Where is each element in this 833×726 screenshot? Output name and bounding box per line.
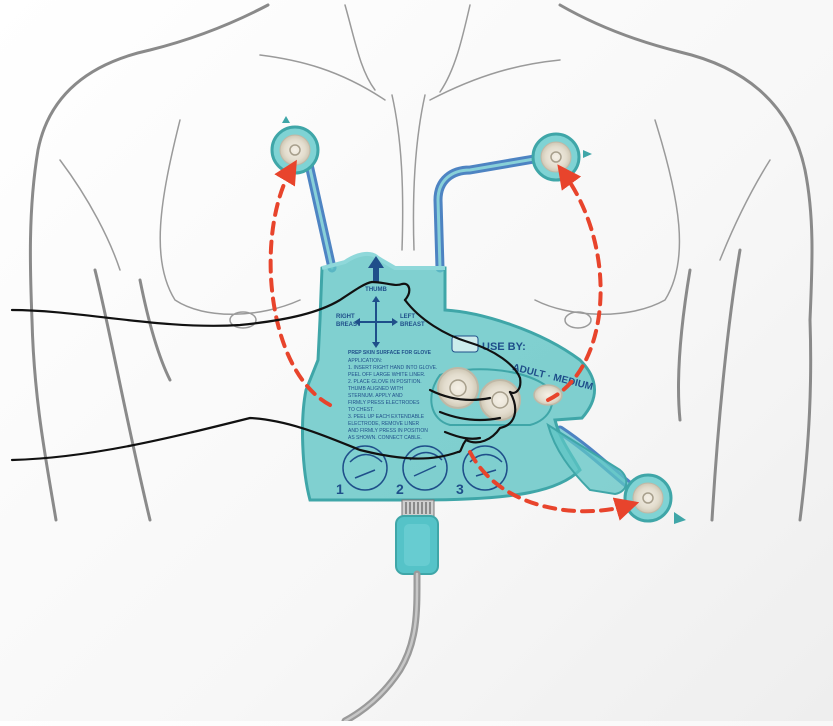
neck-right (560, 5, 812, 320)
left-side-line (140, 280, 170, 380)
step-number-2: 2 (396, 481, 404, 497)
right-side-line (678, 270, 690, 420)
instruction-line-12: AS SHOWN. CONNECT CABLE. (348, 435, 422, 441)
instruction-line-6: STERNUM. APPLY AND (348, 393, 403, 399)
electrode-pad-icon (541, 142, 571, 172)
instruction-line-11: AND FIRMLY PRESS IN POSITION (348, 428, 428, 434)
collarbone-left (260, 55, 385, 100)
sternum-line-right (413, 95, 425, 250)
right-arm-outer (800, 320, 811, 520)
nipple-right (565, 312, 591, 328)
right-armpit-line (712, 250, 740, 520)
forearm-upper-edge (12, 282, 372, 326)
instruction-line-3: PEEL OFF LARGE WHITE LINER. (348, 372, 425, 378)
instruction-line-8: TO CHEST. (348, 407, 374, 413)
electrode-pad-icon (280, 135, 310, 165)
collarbone-right (430, 60, 560, 100)
sternum-line-left (392, 95, 403, 250)
left-breast-line-2: BREAST (400, 322, 425, 328)
step-number-3: 3 (456, 481, 464, 497)
cable (345, 574, 417, 721)
instruction-line-2: 1. INSERT RIGHT HAND INTO GLOVE. (348, 365, 437, 371)
right-breast-line-1: RIGHT (336, 314, 355, 320)
neck-line-right (440, 5, 470, 92)
electrode-pad-right-upper (272, 116, 318, 173)
shoulder-line-left (60, 160, 120, 270)
left-arm-outer (32, 320, 56, 520)
thumb-label: THUMB (365, 287, 387, 293)
instruction-line-0: PREP SKIN SURFACE FOR GLOVE (348, 350, 432, 356)
left-armpit-line (95, 270, 150, 520)
step-number-1: 1 (336, 481, 344, 497)
instruction-line-9: 3. PEEL UP EACH EXTENDABLE (348, 414, 425, 420)
neck-line-left (345, 5, 375, 90)
wire-highlight-2 (438, 158, 540, 268)
wire-highlight-1 (308, 160, 332, 268)
instruction-line-4: 2. PLACE GLOVE IN POSITION. (348, 379, 422, 385)
shoulder-line-right (720, 160, 770, 260)
right-breast-line-2: BREAST (336, 322, 361, 328)
left-breast-line-1: LEFT (400, 314, 415, 320)
electrode-pad-center-1 (438, 368, 478, 408)
electrode-pad-left-lower (625, 475, 686, 524)
instruction-line-7: FIRMLY PRESS ELECTRODES (348, 400, 420, 406)
neck-left (30, 5, 268, 320)
cable-assembly (345, 500, 438, 721)
instruction-line-5: THUMB ALIGNED WITH (348, 386, 403, 392)
instruction-line-1: APPLICATION: (348, 358, 382, 364)
instruction-line-10: ELECTRODE, REMOVE LINER (348, 421, 420, 427)
electrode-pad-icon (633, 483, 663, 513)
